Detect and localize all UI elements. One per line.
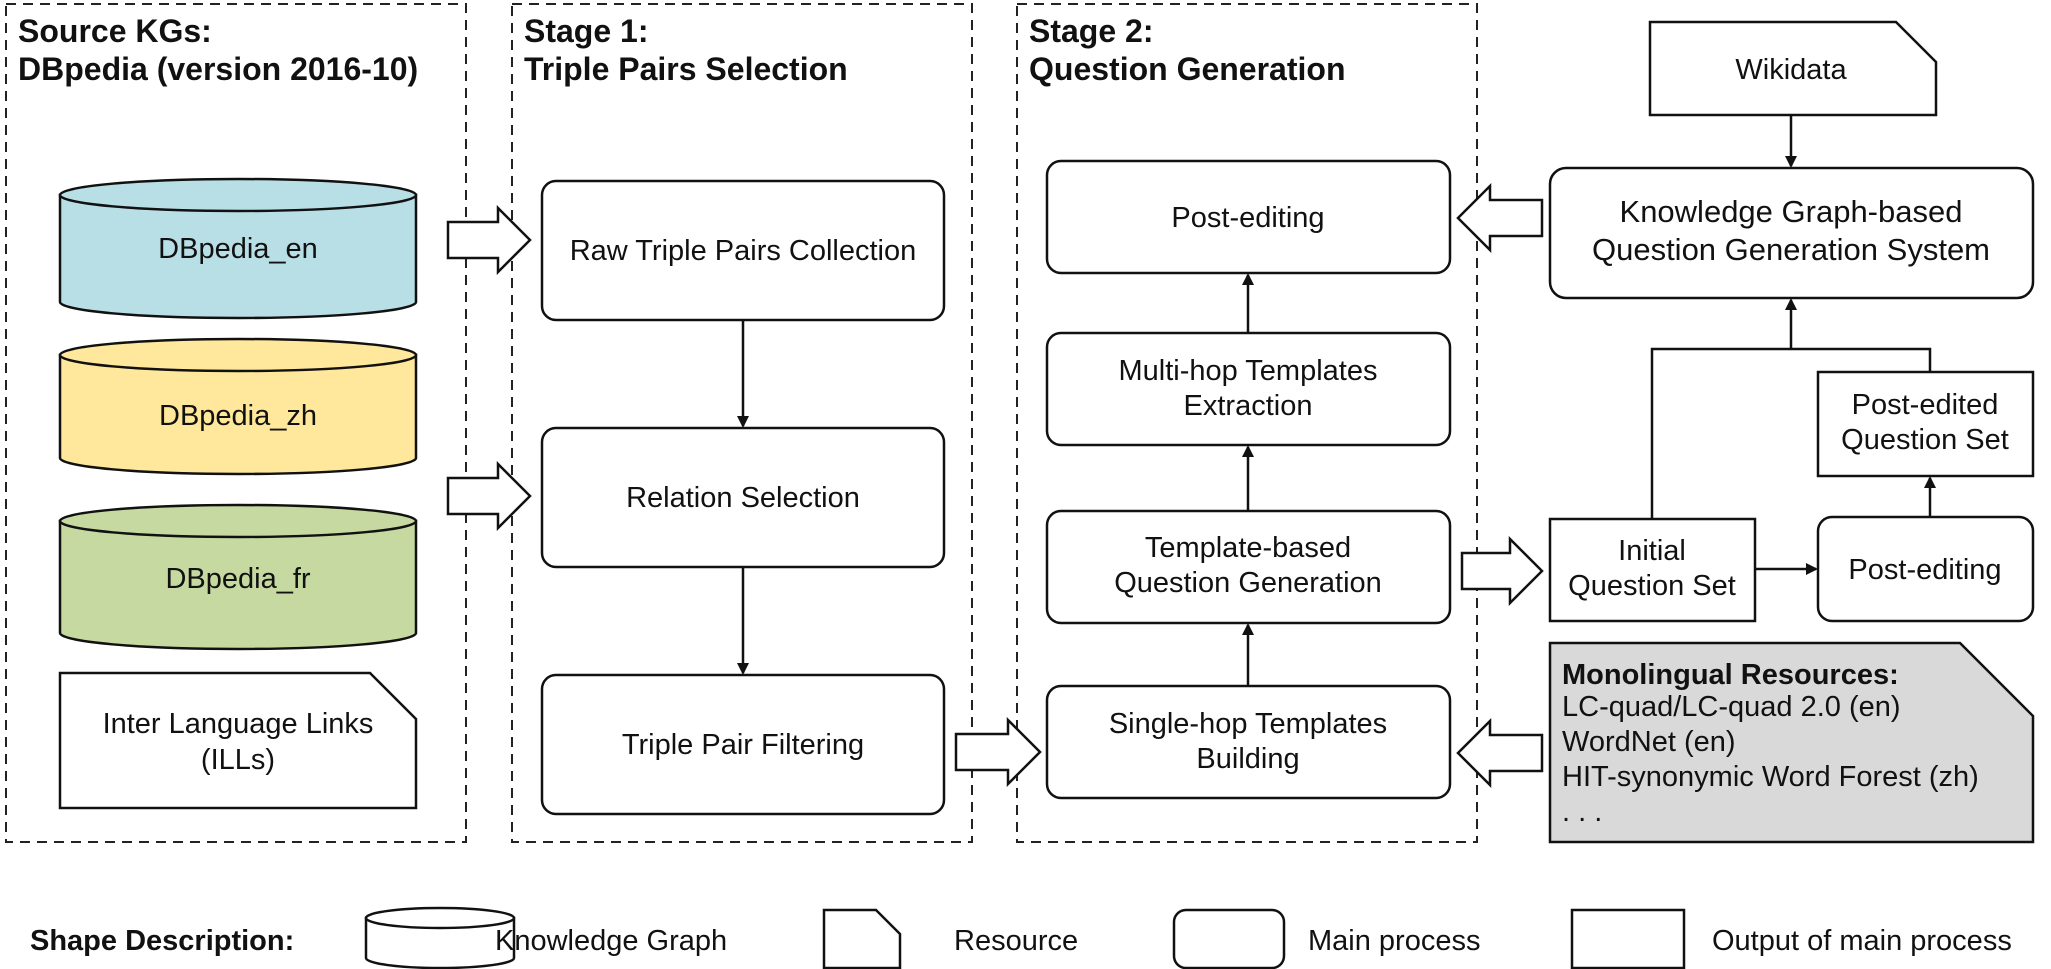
triple-pair-filtering-box: Triple Pair Filtering: [540, 673, 946, 816]
mono-item-4: . . .: [1562, 796, 1602, 828]
block-arrow-ills-to-relation: [446, 460, 532, 532]
kgqg-label-line1: Knowledge Graph-based: [1620, 194, 1963, 229]
source-panel-title-line2: DBpedia (version 2016-10): [18, 51, 418, 87]
kg-label-zh: DBpedia_zh: [159, 400, 317, 432]
kg-cylinder-dbpedia-zh: DBpedia_zh: [58, 337, 418, 476]
ills-resource: Inter Language Links (ILLs): [58, 671, 418, 810]
source-panel-title-line1: Source KGs:: [18, 13, 212, 49]
legend-main-process-label: Main process: [1308, 925, 1480, 957]
initial-label-line2: Question Set: [1568, 570, 1736, 602]
multihop-templates-box: Multi-hop Templates Extraction: [1045, 331, 1452, 447]
legend-main-process-icon: [1172, 908, 1286, 969]
connector-post-edited-up: [1791, 347, 1932, 372]
legend-resource-icon: [822, 908, 902, 969]
stage2-post-editing-box: Post-editing: [1045, 159, 1452, 275]
right-post-editing-box: Post-editing: [1816, 515, 2035, 623]
template-qg-label-line2: Question Generation: [1114, 567, 1382, 599]
kgqg-system-box: Knowledge Graph-based Question Generatio…: [1548, 166, 2035, 300]
stage1-title-line2: Triple Pairs Selection: [524, 51, 848, 87]
ills-label-line1: Inter Language Links: [103, 708, 374, 740]
triple-pair-filtering-label: Triple Pair Filtering: [622, 729, 864, 761]
right-post-editing-label: Post-editing: [1848, 554, 2001, 586]
template-based-qg-box: Template-based Question Generation: [1045, 509, 1452, 625]
singlehop-templates-box: Single-hop Templates Building: [1045, 684, 1452, 800]
legend-kg-cylinder-icon: [364, 906, 516, 969]
block-arrow-kg-to-raw: [446, 204, 532, 276]
ills-label-line2: (ILLs): [201, 744, 275, 776]
raw-triple-pairs-label: Raw Triple Pairs Collection: [570, 235, 917, 267]
wikidata-resource: Wikidata: [1648, 20, 1938, 117]
block-arrow-filtering-to-singlehop: [954, 716, 1042, 788]
stage2-title-line1: Stage 2:: [1029, 13, 1153, 49]
shape-legend: Shape Description: Knowledge Graph Resou…: [30, 906, 2012, 969]
connector-initial-up: [1650, 347, 1791, 519]
initial-label-line1: Initial: [1618, 535, 1686, 567]
legend-output-label: Output of main process: [1712, 925, 2012, 957]
mono-item-1: LC-quad/LC-quad 2.0 (en): [1562, 691, 1901, 723]
block-arrow-kgqg-to-post-editing: [1456, 182, 1544, 254]
relation-selection-label: Relation Selection: [626, 482, 860, 514]
monolingual-resources-box: Monolingual Resources: LC-quad/LC-quad 2…: [1548, 641, 2035, 844]
singlehop-label-line2: Building: [1196, 743, 1299, 775]
legend-resource-label: Resource: [954, 925, 1078, 957]
kg-cylinder-dbpedia-en: DBpedia_en: [58, 177, 418, 320]
legend-output-icon: [1570, 908, 1686, 969]
kg-cylinder-dbpedia-fr: DBpedia_fr: [58, 503, 418, 651]
source-kgs-panel: [5, 3, 467, 843]
kg-label-en: DBpedia_en: [158, 233, 318, 265]
initial-question-set-box: Initial Question Set: [1548, 517, 1757, 623]
mono-item-3: HIT-synonymic Word Forest (zh): [1562, 761, 1979, 793]
mono-item-2: WordNet (en): [1562, 726, 1736, 758]
block-arrow-mono-to-singlehop: [1456, 717, 1544, 789]
post-edited-label-line2: Question Set: [1841, 424, 2009, 456]
template-qg-label-line1: Template-based: [1145, 532, 1351, 564]
legend-title: Shape Description:: [30, 925, 294, 957]
multihop-label-line1: Multi-hop Templates: [1119, 355, 1378, 387]
relation-selection-box: Relation Selection: [540, 426, 946, 569]
block-arrow-template-to-initial: [1460, 535, 1544, 607]
stage1-title-line1: Stage 1:: [524, 13, 648, 49]
legend-kg-label: Knowledge Graph: [495, 925, 727, 957]
kgqg-label-line2: Question Generation System: [1592, 232, 1990, 267]
singlehop-label-line1: Single-hop Templates: [1109, 708, 1387, 740]
stage2-title-line2: Question Generation: [1029, 51, 1345, 87]
mono-title: Monolingual Resources:: [1562, 659, 1899, 691]
kg-label-fr: DBpedia_fr: [165, 563, 310, 595]
wikidata-label: Wikidata: [1735, 54, 1847, 86]
stage2-panel: [1016, 3, 1478, 843]
stage1-panel: [511, 3, 973, 843]
stage2-post-editing-label: Post-editing: [1171, 202, 1324, 234]
post-edited-label-line1: Post-edited: [1852, 389, 1999, 421]
multihop-label-line2: Extraction: [1184, 390, 1313, 422]
post-edited-question-set-box: Post-edited Question Set: [1816, 370, 2035, 478]
raw-triple-pairs-collection-box: Raw Triple Pairs Collection: [540, 179, 946, 322]
